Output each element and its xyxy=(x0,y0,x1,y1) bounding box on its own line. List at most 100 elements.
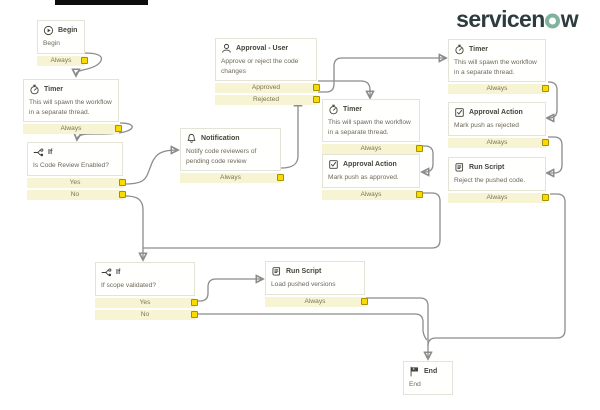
node-timer-2-header: Timer xyxy=(323,100,419,117)
transition-row-no[interactable]: No xyxy=(95,309,198,320)
transition-row-rejected[interactable]: Rejected xyxy=(215,95,320,106)
logo-text-prefix: servicen xyxy=(456,6,545,32)
node-timer-3-header: Timer xyxy=(449,40,545,57)
node-description: End xyxy=(409,381,421,388)
node-approval-user[interactable]: Approval - User Approve or reject the co… xyxy=(215,38,320,106)
node-title: Run Script xyxy=(286,268,322,275)
transition-label: Approved xyxy=(251,84,281,92)
transition-connector[interactable] xyxy=(313,84,320,92)
user-icon xyxy=(222,43,231,53)
node-end[interactable]: End End xyxy=(403,361,453,395)
node-if-1-box: If Is Code Review Enabled? xyxy=(27,142,123,176)
timer-icon xyxy=(30,84,39,95)
node-if-2-header: If xyxy=(96,263,194,280)
transition-connector[interactable] xyxy=(277,174,284,182)
node-run-script-1-header: Run Script xyxy=(449,158,545,175)
link-if1-no-to-if2 xyxy=(124,195,143,259)
transition-row-always[interactable]: Always xyxy=(448,192,549,203)
node-notification-header: Notification xyxy=(181,129,280,146)
transition-label: No xyxy=(70,190,80,198)
link-timer2-to-approval-action1 xyxy=(423,145,434,172)
transition-row-always[interactable]: Always xyxy=(23,124,122,135)
transition-label: Yes xyxy=(69,178,81,186)
transition-connector[interactable] xyxy=(542,138,549,146)
checkbox-icon xyxy=(455,108,464,117)
link-approval-action2-to-runscript1 xyxy=(548,136,563,173)
node-approval-action-2-header: Approval Action xyxy=(449,103,545,120)
transition-label: Always xyxy=(304,297,326,305)
transition-connector[interactable] xyxy=(119,190,126,198)
link-begin-to-timer1 xyxy=(76,52,103,75)
node-description: Mark push as rejected xyxy=(454,122,519,129)
transition-row-yes[interactable]: Yes xyxy=(27,177,126,188)
node-run-script-2-header: Run Script xyxy=(266,262,364,279)
node-description: If scope validated? xyxy=(101,282,156,289)
transition-label: Always xyxy=(486,85,508,93)
transition-connector[interactable] xyxy=(361,297,368,305)
transition-connector[interactable] xyxy=(191,310,198,318)
transition-connector[interactable] xyxy=(119,178,126,186)
link-runscript1-to-end xyxy=(427,193,566,347)
node-title: If xyxy=(48,149,53,156)
node-notification-box: Notification Notify code reviewers of pe… xyxy=(180,128,281,172)
node-approval-user-header: Approval - User xyxy=(216,39,316,56)
node-run-script-1-box: Run Script Reject the pushed code. xyxy=(448,157,546,191)
link-runscript2-to-end xyxy=(366,297,428,358)
transition-label: Always xyxy=(60,125,82,133)
node-description: Approve or reject the code changes xyxy=(221,58,299,75)
node-title: Begin xyxy=(58,27,78,34)
transition-row-always[interactable]: Always xyxy=(37,55,88,66)
node-title: Approval Action xyxy=(469,109,523,116)
node-run-script-1[interactable]: Run Script Reject the pushed code. Alway… xyxy=(448,157,549,203)
node-timer-2[interactable]: Timer This will spawn the workflow in a … xyxy=(322,99,423,155)
logo-text-suffix: w xyxy=(560,6,579,32)
node-end-header: End xyxy=(404,362,452,379)
node-title: If xyxy=(116,269,121,276)
link-if2-no-to-end xyxy=(196,313,428,341)
transition-label: Always xyxy=(360,145,382,153)
node-if-2[interactable]: If If scope validated? Yes No xyxy=(95,262,198,320)
transition-row-always[interactable]: Always xyxy=(448,84,549,95)
transition-row-always[interactable]: Always xyxy=(265,296,368,307)
transition-label: Always xyxy=(486,193,508,201)
transition-connector[interactable] xyxy=(416,190,423,198)
node-approval-action-1[interactable]: Approval Action Mark push as approved. A… xyxy=(322,154,423,200)
node-title: Run Script xyxy=(469,164,505,171)
node-timer-3[interactable]: Timer This will spawn the workflow in a … xyxy=(448,39,549,95)
transition-row-yes[interactable]: Yes xyxy=(95,297,198,308)
node-approval-user-box: Approval - User Approve or reject the co… xyxy=(215,38,317,82)
link-timer3-to-approval-action2 xyxy=(548,81,558,118)
node-run-script-2[interactable]: Run Script Load pushed versions Always xyxy=(265,261,368,307)
transition-label: Yes xyxy=(139,298,151,306)
node-notification[interactable]: Notification Notify code reviewers of pe… xyxy=(180,128,284,184)
checkbox-icon xyxy=(329,160,338,169)
node-timer-1-header: Timer xyxy=(24,80,118,97)
transition-connector[interactable] xyxy=(115,125,122,133)
node-description: Load pushed versions xyxy=(271,281,336,288)
transition-connector[interactable] xyxy=(542,193,549,201)
transition-connector[interactable] xyxy=(313,96,320,104)
transition-row-always[interactable]: Always xyxy=(322,189,423,200)
transition-connector[interactable] xyxy=(81,56,88,64)
link-if2-yes-to-runscript2 xyxy=(196,279,262,302)
begin-icon xyxy=(43,25,54,36)
transition-row-always[interactable]: Always xyxy=(180,173,284,184)
node-title: Timer xyxy=(44,86,63,93)
node-approval-action-2[interactable]: Approval Action Mark push as rejected Al… xyxy=(448,102,549,148)
node-if-1-header: If xyxy=(28,143,122,160)
transition-connector[interactable] xyxy=(191,298,198,306)
node-timer-1[interactable]: Timer This will spawn the workflow in a … xyxy=(23,79,122,135)
transition-connector[interactable] xyxy=(542,85,549,93)
transition-row-always[interactable]: Always xyxy=(322,144,423,155)
link-timer1-to-if1 xyxy=(77,122,133,139)
script-icon xyxy=(455,163,464,172)
node-begin[interactable]: Begin Begin Always xyxy=(37,20,88,66)
transition-row-no[interactable]: No xyxy=(27,189,126,200)
transition-row-approved[interactable]: Approved xyxy=(215,83,320,94)
node-if-1[interactable]: If Is Code Review Enabled? Yes No xyxy=(27,142,126,200)
node-approval-action-1-box: Approval Action Mark push as approved. xyxy=(322,154,420,188)
transition-connector[interactable] xyxy=(416,145,423,153)
transition-label: Always xyxy=(486,138,508,146)
transition-row-always[interactable]: Always xyxy=(448,137,549,148)
